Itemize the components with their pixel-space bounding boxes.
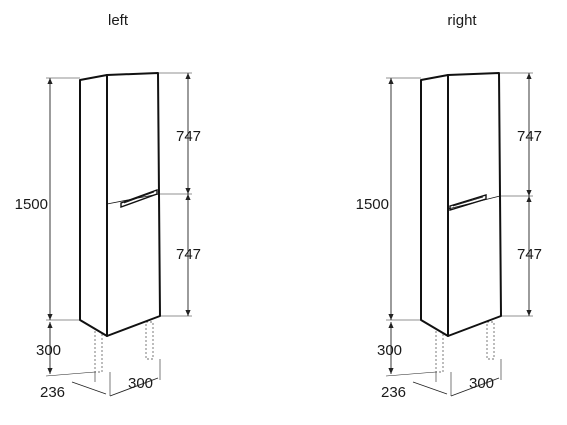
right-upper-door-height: 747	[517, 128, 542, 145]
left-width: 300	[128, 375, 153, 392]
left-cabinet	[79, 72, 161, 337]
left-leg-height: 300	[36, 342, 61, 359]
right-view-title: right	[447, 12, 477, 29]
right-legs	[435, 321, 495, 373]
right-cabinet	[420, 72, 502, 337]
left-handle	[120, 189, 158, 208]
right-depth: 236	[381, 384, 406, 401]
right-leg-height: 300	[377, 342, 402, 359]
right-handle	[449, 194, 487, 211]
left-lower-door-height: 747	[176, 246, 201, 263]
right-view: right 1500 747	[356, 12, 542, 401]
left-height-total: 1500	[15, 196, 48, 213]
right-width: 300	[469, 375, 494, 392]
right-height-total: 1500	[356, 196, 389, 213]
left-view: left 1500 747	[15, 12, 201, 401]
left-view-title: left	[108, 12, 129, 29]
left-upper-door-height: 747	[176, 128, 201, 145]
left-legs	[94, 321, 154, 373]
right-lower-door-height: 747	[517, 246, 542, 263]
left-depth: 236	[40, 384, 65, 401]
